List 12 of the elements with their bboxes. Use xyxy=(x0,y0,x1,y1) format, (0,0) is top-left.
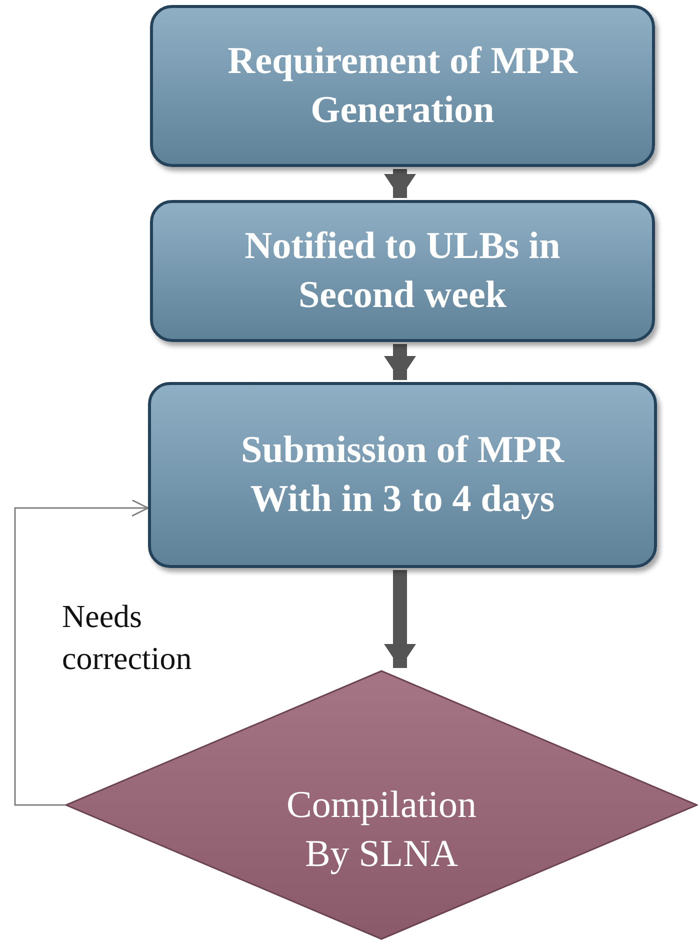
process-box xyxy=(148,382,657,568)
arrow xyxy=(384,344,416,380)
decision-diamond xyxy=(65,670,698,940)
process-box xyxy=(150,5,655,167)
node-label: Submission of MPR With in 3 to 4 days xyxy=(240,428,566,522)
node-label: Compilation By SLNA xyxy=(286,782,478,877)
process-box xyxy=(150,200,655,342)
node-label: Requirement of MPR Generation xyxy=(226,38,579,133)
arrow xyxy=(14,499,149,806)
arrow xyxy=(384,169,416,198)
node-label: Notified to ULBs in Second week xyxy=(244,224,562,318)
arrow xyxy=(384,570,416,668)
